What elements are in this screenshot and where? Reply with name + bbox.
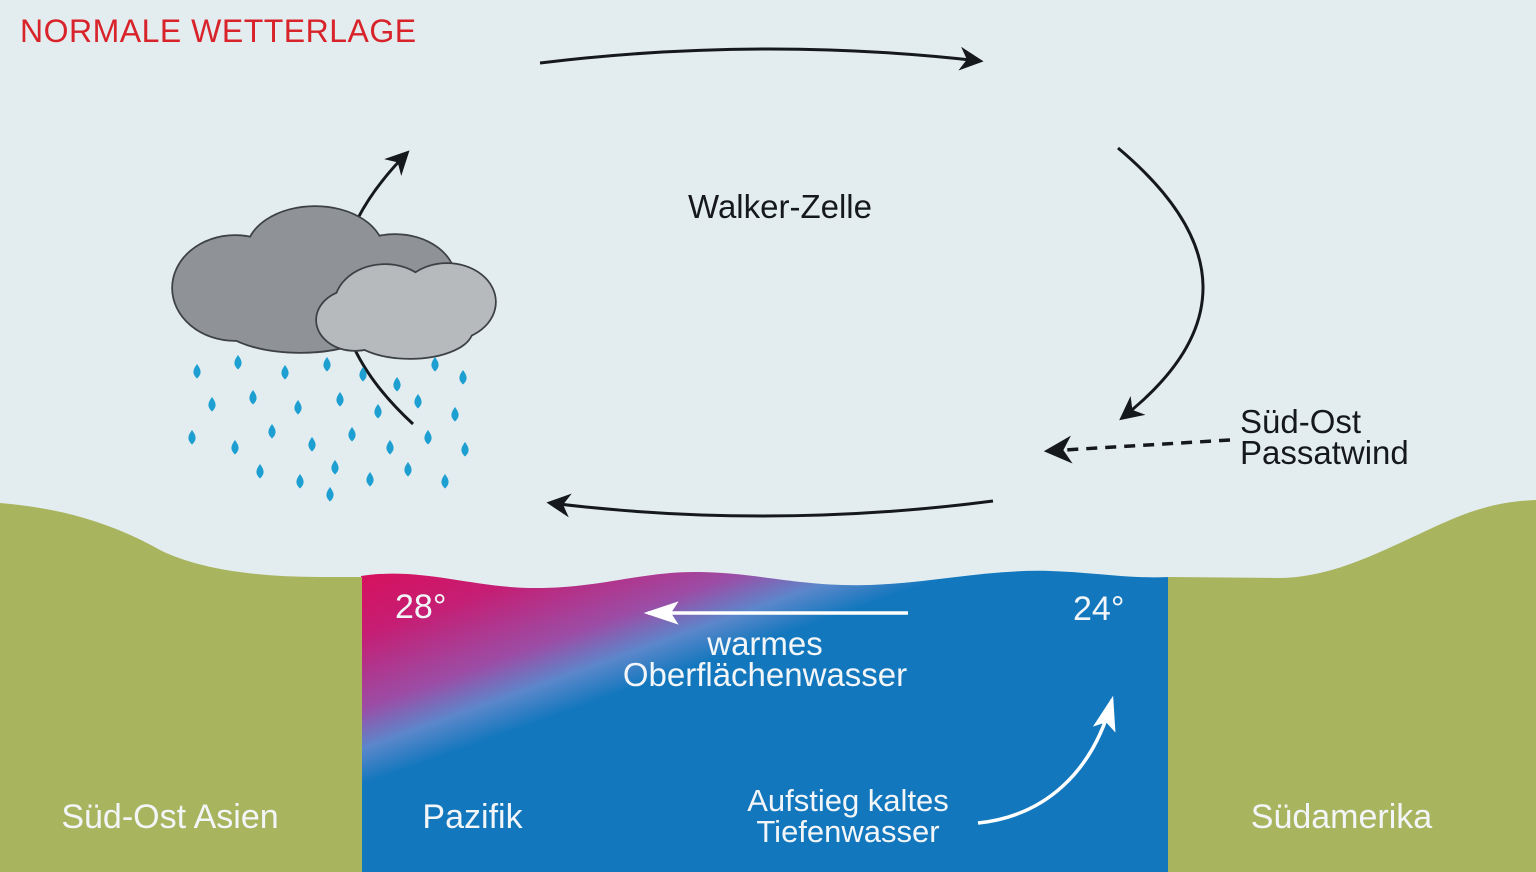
pacific-ocean-gradient [361, 570, 1169, 872]
land-south-america [1168, 500, 1536, 872]
descending-air-arrow [1117, 146, 1205, 421]
rain-cloud-icon [171, 205, 497, 360]
region-label-southeast-asia: Süd-Ost Asien [61, 798, 279, 836]
upwelling-label-line2: Tiefenwasser [756, 814, 940, 849]
region-label-south-america: Südamerika [1250, 798, 1433, 836]
temperature-east: 24° [1073, 590, 1125, 628]
temperature-west: 28° [395, 588, 447, 626]
region-label-pacific: Pazifik [422, 798, 523, 836]
upwelling-arrow [977, 695, 1116, 825]
trade-wind-label-line2: Passatwind [1240, 434, 1409, 471]
upwelling-label: Aufstieg kaltes Tiefenwasser [710, 785, 986, 847]
upper-flow-east-arrow [539, 46, 984, 71]
walker-cell-label: Walker-Zelle [688, 188, 872, 225]
warm-surface-water-line2: Oberflächenwasser [622, 656, 908, 693]
warm-surface-water-label: warmes Oberflächenwasser [600, 625, 930, 693]
trade-wind-label: Süd-Ost Passatwind [1240, 403, 1409, 471]
raindrops-icon [188, 355, 469, 502]
trade-wind-label-line1: Süd-Ost [1240, 403, 1362, 440]
upwelling-label-line1: Aufstieg kaltes [747, 783, 949, 818]
surface-flow-west-arrow [546, 493, 994, 518]
trade-wind-dashed-arrow [1043, 435, 1231, 464]
warm-surface-water-line1: warmes [707, 625, 823, 662]
land-southeast-asia [0, 503, 362, 872]
diagram-title: NORMALE WETTERLAGE [20, 13, 417, 49]
